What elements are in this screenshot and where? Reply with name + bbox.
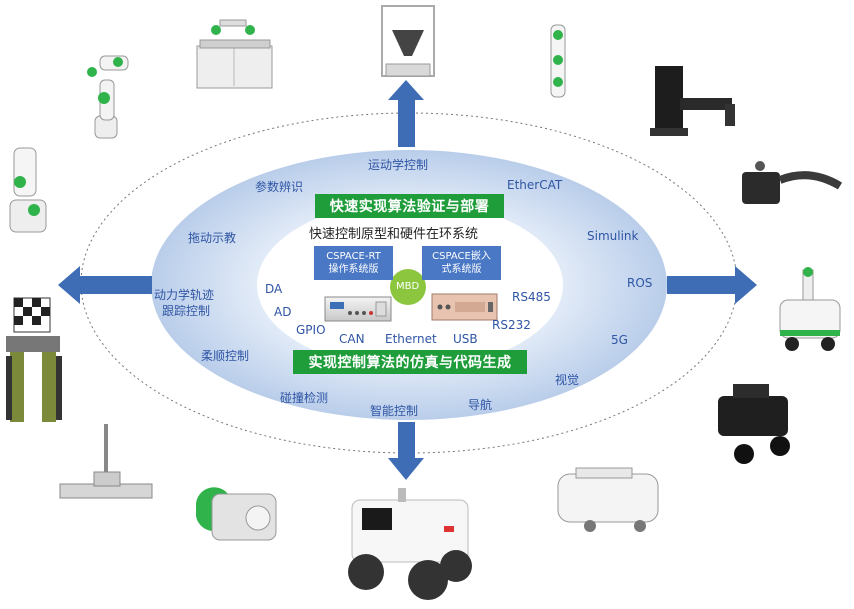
arrow-left xyxy=(58,266,152,304)
box-cspace-rt-line1: CSPACE-RT xyxy=(326,251,381,262)
label-traj-1: 动力学轨迹 xyxy=(154,288,215,302)
label-compliance: 柔顺控制 xyxy=(201,349,250,363)
box-cspace-rt: CSPACE-RT 操作系统版 xyxy=(314,246,393,280)
arrow-up xyxy=(388,80,424,147)
label-rs232: RS232 xyxy=(492,318,531,332)
label-gpio: GPIO xyxy=(296,323,326,337)
label-drag: 拖动示教 xyxy=(188,231,237,245)
scara-robot-icon xyxy=(650,66,735,136)
delta-robot-icon xyxy=(381,5,435,77)
label-rs485: RS485 xyxy=(512,290,551,304)
label-can: CAN xyxy=(339,332,365,346)
green-banner-top: 快速实现算法验证与部署 xyxy=(315,194,504,218)
mbd-circle xyxy=(390,269,426,305)
label-5g: 5G xyxy=(611,333,628,347)
label-da: DA xyxy=(265,282,283,296)
cabinet-robot-icon xyxy=(196,19,273,89)
label-usb: USB xyxy=(453,332,478,346)
gripper-robot-icon xyxy=(742,161,843,204)
box-cspace-embedded: CSPACE嵌入 式系统版 xyxy=(422,246,501,280)
center-title: 快速控制原型和硬件在环系统 xyxy=(309,227,479,242)
label-simulink: Simulink xyxy=(587,229,639,243)
linear-module-icon xyxy=(59,424,153,499)
arrow-right xyxy=(667,266,757,304)
label-smart-control: 智能控制 xyxy=(370,404,419,418)
label-ethernet: Ethernet xyxy=(385,332,437,346)
joint-module-icon xyxy=(196,487,277,541)
label-kinematics: 运动学控制 xyxy=(368,158,429,172)
mobile-manipulator-icon xyxy=(779,267,841,351)
left-arm-icon xyxy=(9,147,47,233)
patrol-robot-icon xyxy=(348,488,472,600)
label-traj-2: 跟踪控制 xyxy=(162,304,211,318)
label-ros: ROS xyxy=(627,276,653,290)
mbd-label: MBD xyxy=(396,281,420,292)
label-navigation: 导航 xyxy=(468,398,493,412)
device-rt-icon xyxy=(324,296,392,322)
box-cspace-rt-line2: 操作系统版 xyxy=(328,264,379,275)
label-vision: 视觉 xyxy=(555,373,580,387)
arrow-down xyxy=(388,422,424,480)
box-cspace-emb-line2: 式系统版 xyxy=(441,264,482,275)
green-banner-bottom: 实现控制算法的仿真与代码生成 xyxy=(293,350,527,374)
delivery-robot-icon xyxy=(557,467,659,532)
label-ethercat: EtherCAT xyxy=(507,178,563,192)
vertical-arm-icon xyxy=(550,24,566,98)
box-cspace-emb-line1: CSPACE嵌入 xyxy=(432,251,491,262)
label-ad: AD xyxy=(274,305,292,319)
exoskeleton-icon xyxy=(6,297,62,422)
lidar-rover-icon xyxy=(718,384,790,464)
label-collision: 碰撞检测 xyxy=(280,391,329,405)
robot-arm-icon xyxy=(87,55,129,139)
device-embedded-icon xyxy=(431,293,498,321)
label-params: 参数辨识 xyxy=(255,180,304,194)
